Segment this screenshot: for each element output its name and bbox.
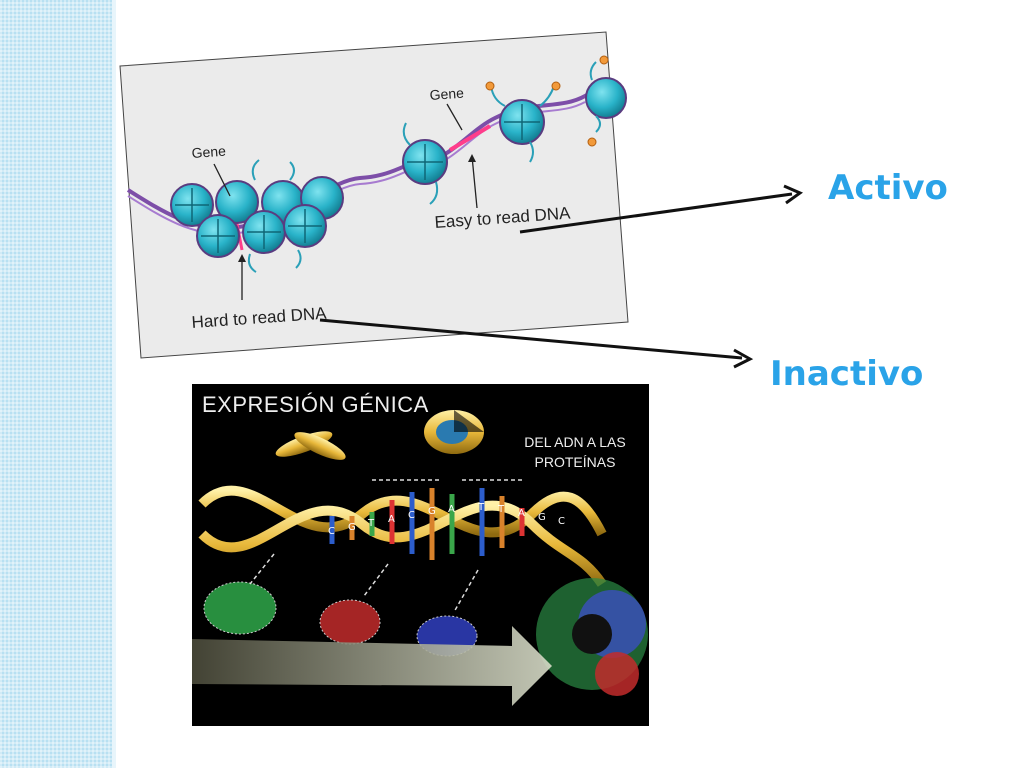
dna-base-label: A (388, 514, 395, 525)
dna-base-label: A (448, 504, 455, 515)
side-band-edge (112, 0, 116, 768)
nucleosome-cluster (170, 77, 627, 258)
dna-base-label: T (367, 518, 375, 529)
gene-right-pointer (446, 103, 463, 131)
expression-title: EXPRESIÓN GÉNICA (202, 392, 429, 417)
dna-base-label: C (328, 526, 335, 537)
dna-base-label: G (428, 506, 436, 517)
dna-base-label: C (408, 510, 415, 521)
inactive-label: Inactivo (770, 354, 924, 394)
dna-base-label: A (518, 508, 525, 519)
nucleosome-cross-marks (175, 104, 540, 253)
dna-base-label: C (558, 516, 565, 527)
chromosome-icon (275, 431, 346, 460)
dna-helix (198, 485, 607, 587)
dna-base-label: T (477, 502, 485, 513)
dna-base-label: G (538, 512, 546, 523)
modification-marks (485, 55, 609, 147)
gene-label-left: Gene (191, 143, 226, 161)
expression-subtitle-line1: DEL ADN A LAS (524, 434, 626, 450)
protein-structures (203, 578, 648, 696)
histone-tails (247, 61, 601, 273)
gene-highlight-right (448, 124, 492, 152)
active-label: Activo (828, 168, 948, 208)
dna-base-label: T (497, 504, 505, 515)
expression-subtitle: DEL ADN A LAS PROTEÍNAS (510, 432, 640, 472)
easy-dna-pointer (471, 155, 478, 209)
cell-icon (424, 410, 484, 454)
dna-base-label: G (348, 522, 356, 533)
expression-subtitle-line2: PROTEÍNAS (534, 454, 616, 470)
gene-left-pointer (213, 163, 231, 197)
gene-label-right: Gene (429, 85, 464, 103)
decorative-side-band (0, 0, 112, 768)
process-arrow (192, 626, 552, 706)
